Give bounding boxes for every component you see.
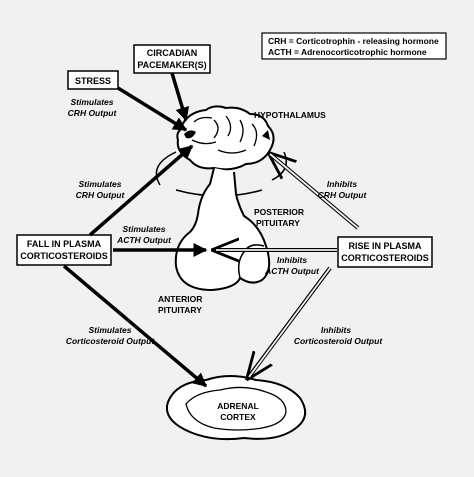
pituitary-shape: POSTERIOR PITUITARY ANTERIOR PITUITARY bbox=[158, 167, 304, 315]
rise-label-line2: CORTICOSTEROIDS bbox=[341, 253, 429, 263]
label-stimulates-acth-2: ACTH Output bbox=[116, 235, 172, 245]
circadian-pacemaker-box: CIRCADIAN PACEMAKER(S) bbox=[133, 44, 211, 74]
rise-in-plasma-box: RISE IN PLASMA CORTICOSTEROIDS bbox=[337, 236, 433, 268]
arrow-stress-to-hypothalamus bbox=[117, 86, 188, 132]
hypothalamus-label: HYPOTHALAMUS bbox=[254, 110, 326, 120]
label-inhibits-acth-1: Inhibits bbox=[277, 255, 307, 265]
label-inhibits-corticosteroid-2: Corticosteroid Output bbox=[294, 336, 383, 346]
arrow-circadian-to-hypothalamus bbox=[170, 72, 190, 122]
stress-label: STRESS bbox=[75, 76, 111, 86]
fall-in-plasma-box: FALL IN PLASMA CORTICOSTEROIDS bbox=[16, 234, 112, 266]
legend: CRH = Corticotrophin - releasing hormone… bbox=[261, 32, 447, 60]
label-stimulates-corticosteroid-2: Corticosteroid Output bbox=[66, 336, 155, 346]
anterior-pituitary-label-1: ANTERIOR bbox=[158, 294, 202, 304]
circadian-label-line2: PACEMAKER(S) bbox=[137, 60, 206, 70]
rise-label-line1: RISE IN PLASMA bbox=[348, 241, 422, 251]
anterior-pituitary-label-2: PITUITARY bbox=[158, 305, 202, 315]
label-inhibits-crh-2: CRH Output bbox=[318, 190, 368, 200]
legend-crh: CRH = Corticotrophin - releasing hormone bbox=[268, 36, 439, 46]
label-stimulates-acth-1: Stimulates bbox=[123, 224, 166, 234]
legend-box bbox=[261, 32, 447, 60]
hypothalamus-shape: HYPOTHALAMUS bbox=[155, 105, 326, 197]
label-stimulates-crh-top-1: Stimulates bbox=[71, 97, 114, 107]
adrenal-cortex-shape: ADRENAL CORTEX bbox=[166, 375, 307, 441]
circadian-label-line1: CIRCADIAN bbox=[147, 48, 198, 58]
stress-box: STRESS bbox=[67, 70, 119, 90]
posterior-pituitary-label-1: POSTERIOR bbox=[254, 207, 304, 217]
fall-label-line1: FALL IN PLASMA bbox=[27, 239, 102, 249]
label-inhibits-crh-1: Inhibits bbox=[327, 179, 357, 189]
adrenal-cortex-label-2: CORTEX bbox=[220, 412, 256, 422]
legend-acth: ACTH = Adrenocorticotrophic hormone bbox=[268, 47, 427, 57]
label-inhibits-acth-2: ACTH Output bbox=[264, 266, 320, 276]
label-stimulates-crh-top-2: CRH Output bbox=[68, 108, 118, 118]
posterior-pituitary-label-2: PITUITARY bbox=[256, 218, 300, 228]
arrow-fall-to-hypothalamus bbox=[88, 144, 194, 237]
arrow-fall-to-adrenal bbox=[62, 264, 208, 388]
adrenal-cortex-label-1: ADRENAL bbox=[217, 401, 259, 411]
arrow-rise-to-adrenal bbox=[248, 266, 332, 378]
arrow-rise-to-hypothalamus bbox=[270, 154, 360, 230]
label-stimulates-crh-mid-2: CRH Output bbox=[76, 190, 126, 200]
label-inhibits-corticosteroid-1: Inhibits bbox=[321, 325, 351, 335]
label-stimulates-crh-mid-1: Stimulates bbox=[79, 179, 122, 189]
label-stimulates-corticosteroid-1: Stimulates bbox=[89, 325, 132, 335]
fall-label-line2: CORTICOSTEROIDS bbox=[20, 251, 108, 261]
